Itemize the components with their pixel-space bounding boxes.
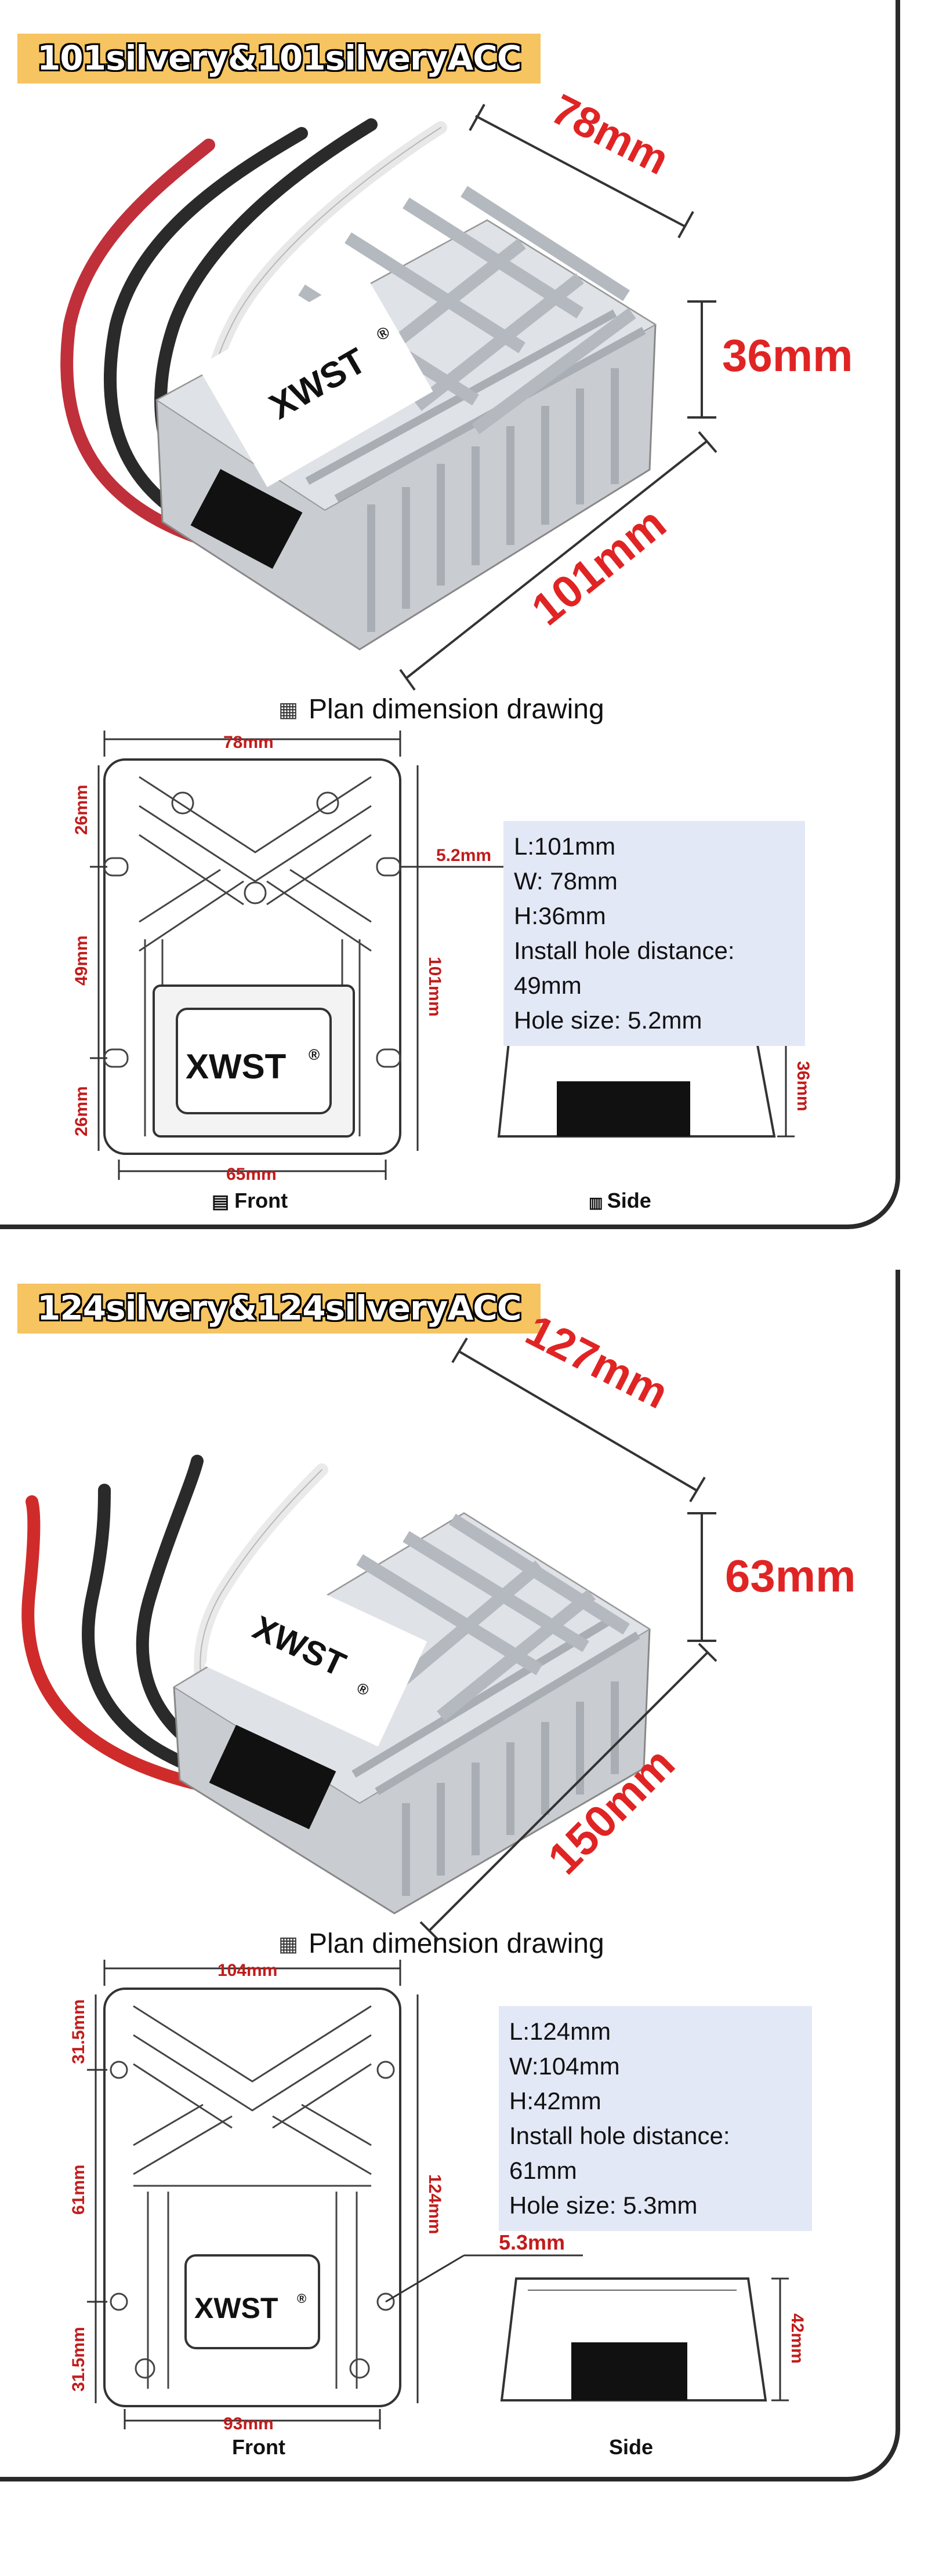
front-side-height: 101mm: [425, 957, 444, 1016]
drawing-heading-text: Plan dimension drawing: [309, 1928, 604, 1959]
front-bottom-width: 65mm: [226, 1165, 277, 1184]
side-view-icon: ▥: [589, 1194, 607, 1211]
front-brand-label: XWST: [186, 1047, 286, 1086]
product-card-101: 101silvery&101silveryACC XWST: [0, 0, 900, 1229]
spec-height: H:42mm: [509, 2087, 601, 2114]
spec-length: L:124mm: [509, 2018, 611, 2045]
front-registered-mark: ®: [309, 1046, 320, 1063]
front-bottom-width: 93mm: [223, 2414, 274, 2433]
dim-height-63: 63mm: [725, 1550, 855, 1601]
front-drawing: XWST ® 104mm 93mm 124mm 31.5mm 61mm 31.5…: [69, 1960, 583, 2433]
grid-icon: ▦: [278, 1931, 299, 1956]
spec-box: L:101mm W: 78mm H:36mm Install hole dist…: [503, 821, 805, 1046]
drawing-heading: ▦ Plan dimension drawing: [278, 693, 604, 725]
front-drawing: XWST ® 78mm 65mm 101mm 26mm 49mm 26mm 5.…: [72, 731, 510, 1184]
front-side-height: 124mm: [425, 2174, 444, 2234]
front-registered-mark: ®: [297, 2291, 306, 2306]
spec-hole-distance: Install hole distance: 61mm: [509, 2122, 730, 2184]
spec-width: W:104mm: [509, 2052, 620, 2080]
model-title-tag: 101silvery&101silveryACC: [17, 34, 541, 83]
spec-length: L:101mm: [514, 833, 616, 860]
front-top-width: 78mm: [223, 733, 274, 752]
product-card-124: 124silvery&124silveryACC XWST ®: [0, 1270, 900, 2481]
converter-housing: XWST ®: [155, 186, 657, 651]
side-label: ▥ Side: [589, 1189, 651, 1212]
front-brand-label: XWST: [194, 2292, 278, 2324]
front-seg-mid: 61mm: [69, 2164, 88, 2215]
side-label: Side: [609, 2435, 654, 2459]
front-label: ▤ Front: [212, 1189, 288, 1212]
dim-length-127: 127mm: [518, 1306, 676, 1419]
side-drawing: 42mm: [500, 2277, 807, 2401]
front-hole-size: 5.3mm: [499, 2230, 565, 2254]
drawing-heading: ▦ Plan dimension drawing: [278, 1928, 604, 1960]
front-top-width: 104mm: [217, 1961, 277, 1980]
front-seg-bottom: 26mm: [72, 1086, 91, 1136]
front-seg-top: 31.5mm: [69, 1999, 88, 2064]
front-hole-size: 5.2mm: [436, 846, 491, 865]
product-illustration: XWST ® 127mm 63mm 150mm: [21, 1306, 855, 2433]
spec-hole-size: Hole size: 5.2mm: [514, 1007, 702, 1034]
dimension-lines: [419, 1337, 717, 1941]
front-view-icon: ▤: [212, 1191, 235, 1212]
spec-box: L:124mm W:104mm H:42mm Install hole dist…: [499, 2006, 812, 2231]
spec-width: W: 78mm: [514, 867, 618, 895]
model-title-tag: 124silvery&124silveryACC: [17, 1284, 541, 1334]
front-seg-mid: 49mm: [72, 935, 91, 986]
spec-hole-distance: Install hole distance: 49mm: [514, 937, 735, 999]
dim-length-78: 78mm: [544, 85, 676, 184]
grid-icon: ▦: [278, 697, 299, 721]
front-label: Front: [232, 2435, 285, 2459]
dimension-lines: [399, 104, 717, 691]
front-seg-top: 26mm: [72, 784, 91, 835]
front-seg-bottom: 31.5mm: [69, 2327, 88, 2392]
side-height: 42mm: [788, 2313, 807, 2364]
drawing-heading-text: Plan dimension drawing: [309, 694, 604, 725]
side-height: 36mm: [793, 1061, 813, 1111]
dim-height-36: 36mm: [722, 330, 853, 381]
spec-hole-size: Hole size: 5.3mm: [509, 2192, 698, 2219]
converter-housing: XWST ®: [173, 1512, 651, 1914]
spec-height: H:36mm: [514, 902, 606, 929]
